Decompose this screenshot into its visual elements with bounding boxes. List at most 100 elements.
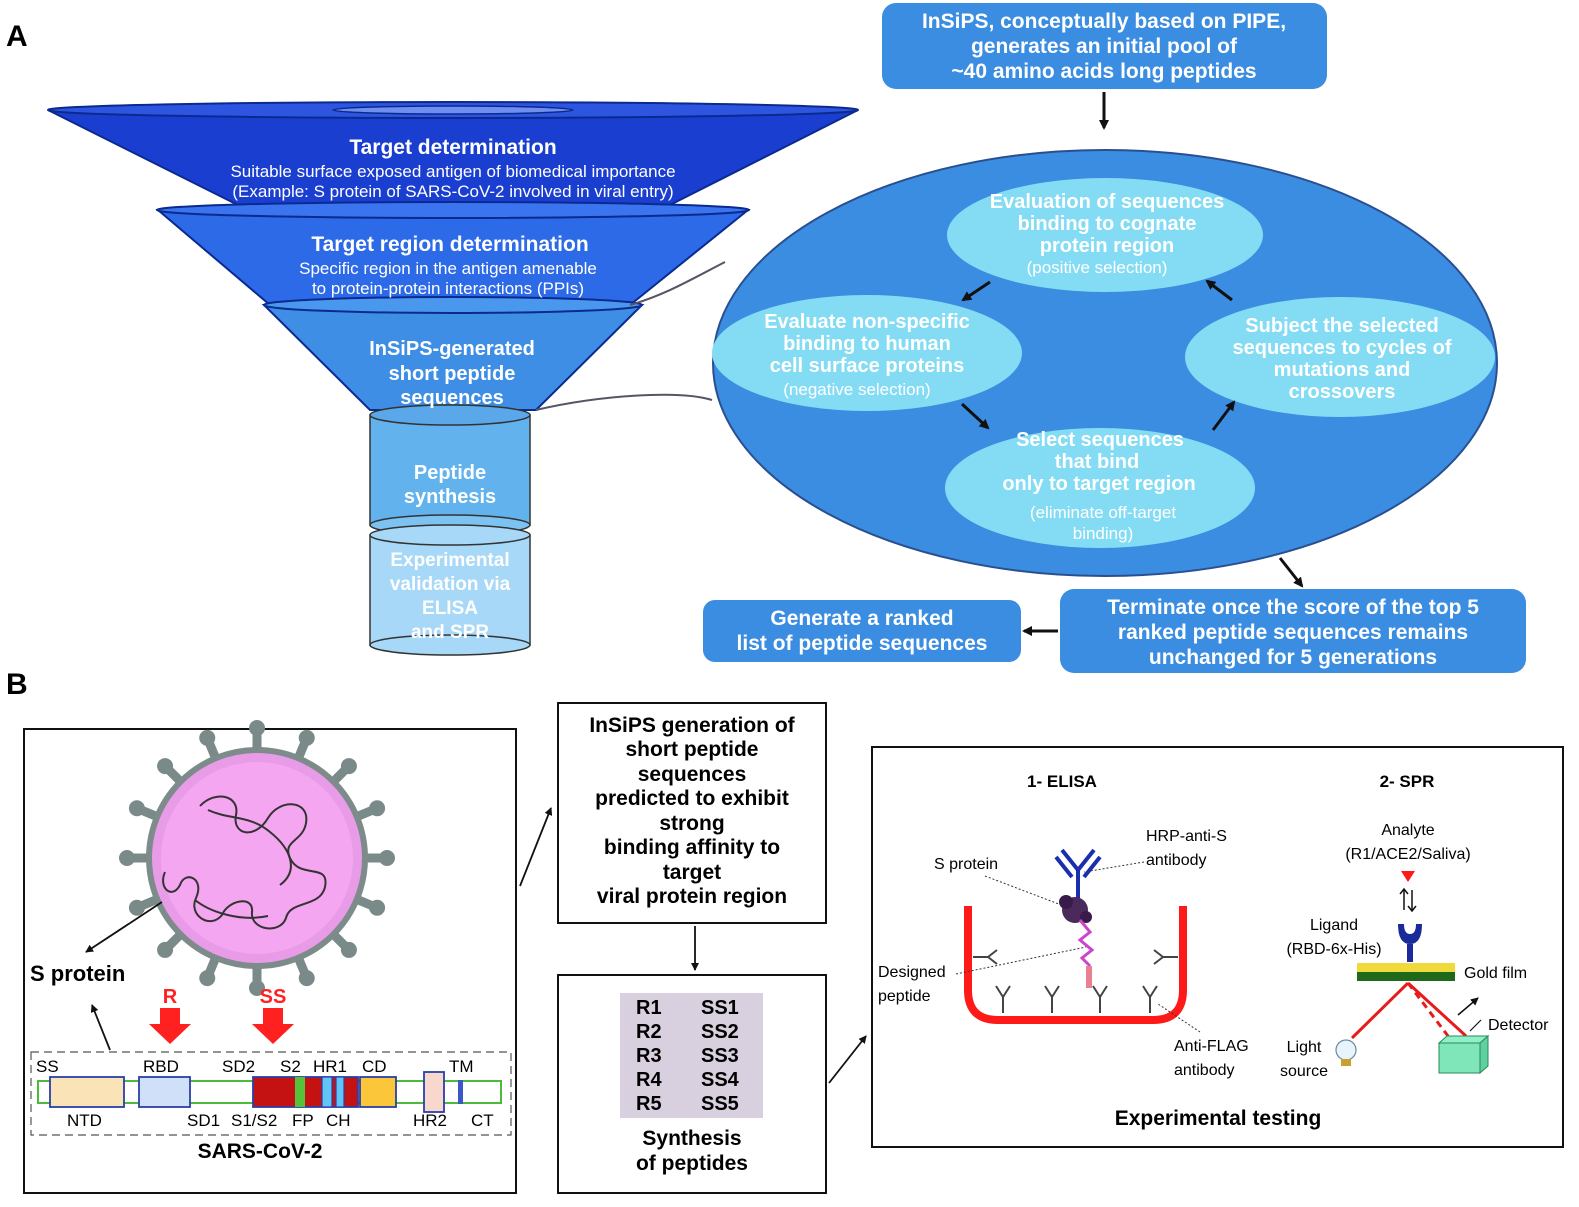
anti-flag-pointer: [1157, 1003, 1201, 1033]
hrp-label-1: HRP-anti-S: [1146, 828, 1227, 845]
detector-pointer: [1469, 1019, 1482, 1032]
target-binding-note-2: binding): [1073, 524, 1134, 543]
terminate-box: [1060, 589, 1526, 673]
designed-peptide-label-1: Designed: [878, 964, 946, 981]
positive-selection-line-3: protein region: [1040, 235, 1174, 257]
negative-selection-note: (negative selection): [783, 380, 930, 399]
detector-label: Detector: [1488, 1017, 1549, 1034]
ranked-list-box: [703, 600, 1021, 662]
insips-gen-line-7: target: [663, 861, 721, 884]
peptide-r2: R2: [636, 1021, 662, 1043]
synthesis-line-2: of peptides: [636, 1152, 748, 1175]
light-source-label-2: source: [1280, 1063, 1328, 1080]
insips-gen-line-6: binding affinity to: [604, 836, 780, 859]
domain-bottom-hr2: HR2: [413, 1111, 447, 1130]
light-bulb-icon: [1335, 1039, 1357, 1066]
arrow-top-to-left: [961, 280, 991, 302]
mutation-line-3: mutations and: [1274, 359, 1411, 381]
ranked-line-2: list of peptide sequences: [737, 632, 988, 655]
target-region-desc-2: to protein-protein interactions (PPIs): [312, 279, 584, 298]
r-region-arrow: [149, 1008, 191, 1044]
binding-equilibrium-icon: [1399, 887, 1417, 913]
target-binding-ellipse: [945, 428, 1255, 548]
arrow-domain-to-s-protein: [90, 1004, 111, 1051]
designed-peptide-pointer: [955, 946, 1087, 975]
spr-angle-arrow: [1457, 997, 1479, 1016]
target-determination-title: Target determination: [349, 136, 556, 159]
s-protein-complex-icon: [1059, 895, 1095, 988]
validation-line-3: ELISA: [422, 598, 478, 619]
gold-film-label: Gold film: [1464, 965, 1527, 982]
virus-panel-box: [23, 728, 517, 1194]
s-protein-label: S protein: [30, 961, 125, 986]
insips-gen-line-8: viral protein region: [597, 885, 787, 908]
positive-selection-ellipse: [947, 178, 1263, 292]
terminate-line-2: ranked peptide sequences remains: [1118, 621, 1468, 644]
negative-selection-line-2: binding to human: [783, 333, 951, 355]
experimental-testing-box: [871, 746, 1564, 1148]
initial-pool-line-2: generates an initial pool of: [971, 35, 1238, 58]
connector-curve-lower: [535, 393, 713, 411]
domain-bottom-ch: CH: [326, 1111, 351, 1130]
domain-top-cd: CD: [362, 1057, 387, 1076]
insips-generation-box: [557, 702, 827, 924]
negative-selection-ellipse: [712, 295, 1022, 411]
insips-gen-line-2: short peptide: [625, 738, 758, 761]
anti-flag-label-2: antibody: [1174, 1062, 1235, 1079]
arrow-cycle-to-terminate: [1278, 557, 1304, 588]
capture-antibodies: [973, 949, 1178, 1013]
target-region-desc-1: Specific region in the antigen amenable: [299, 259, 597, 278]
insips-gen-line-1: InSiPS generation of: [589, 714, 795, 737]
negative-selection-line-3: cell surface proteins: [770, 355, 965, 377]
analyte-label-1: Analyte: [1381, 822, 1434, 839]
ss-region-label: SS: [260, 986, 287, 1008]
detector-icon: [1437, 1034, 1490, 1075]
target-binding-line-1: Select sequences: [1016, 429, 1184, 451]
domain-top-hr1: HR1: [313, 1057, 347, 1076]
peptide-synthesis-line-2: synthesis: [404, 486, 496, 508]
anti-flag-label-1: Anti-FLAG: [1174, 1038, 1249, 1055]
ligand-stem: [1407, 944, 1413, 962]
elisa-s-protein-label: S protein: [934, 856, 998, 873]
mutation-line-4: crossovers: [1289, 381, 1396, 403]
analyte-marker-icon: [1401, 871, 1415, 882]
domain-bottom-ntd: NTD: [67, 1111, 102, 1130]
domain-top-rbd: RBD: [143, 1057, 179, 1076]
connector-curve-upper: [629, 261, 726, 306]
spike-domain-map: [30, 1051, 512, 1136]
panel-b-label: B: [6, 668, 28, 701]
elisa-title: 1- ELISA: [1027, 772, 1097, 791]
funnel-insips-line-2: short peptide: [389, 363, 516, 385]
target-region-title: Target region determination: [311, 233, 588, 256]
arrow-left-to-bottom: [960, 402, 990, 430]
arrow-synthesis-to-testing: [828, 1035, 867, 1084]
peptide-ss4: SS4: [701, 1069, 740, 1091]
r-region-label: R: [163, 986, 178, 1008]
terminate-line-3: unchanged for 5 generations: [1149, 646, 1437, 669]
hrp-label-2: antibody: [1146, 852, 1207, 869]
validation-line-1: Experimental: [390, 550, 509, 571]
domain-top-tm: TM: [449, 1057, 474, 1076]
peptide-ss1: SS1: [701, 997, 739, 1019]
domain-bottom-sd1: SD1: [187, 1111, 220, 1130]
ligand-label-1: Ligand: [1310, 917, 1358, 934]
peptide-r3: R3: [636, 1045, 662, 1067]
arrow-virus-to-insips: [519, 807, 553, 887]
funnel-insips-line-3: sequences: [400, 387, 503, 409]
spr-title: 2- SPR: [1380, 772, 1435, 791]
domain-top-sd2: SD2: [222, 1057, 255, 1076]
target-binding-line-2: that bind: [1055, 451, 1139, 473]
experimental-testing-label: Experimental testing: [1115, 1107, 1322, 1130]
mutation-line-2: sequences to cycles of: [1233, 337, 1452, 359]
target-determination-desc-1: Suitable surface exposed antigen of biom…: [230, 162, 675, 181]
funnel: [47, 101, 859, 656]
virus-illustration: [119, 720, 395, 996]
target-binding-note-1: (eliminate off-target: [1030, 503, 1176, 522]
insips-gen-line-5: strong: [659, 812, 724, 835]
insips-gen-line-3: sequences: [638, 763, 747, 786]
validation-line-2: validation via: [390, 574, 511, 595]
funnel-insips-line-1: InSiPS-generated: [369, 338, 535, 360]
peptide-synthesis-line-1: Peptide: [414, 462, 486, 484]
domain-bottom-ct: CT: [471, 1111, 494, 1130]
ss-region-arrow: [252, 1008, 294, 1044]
